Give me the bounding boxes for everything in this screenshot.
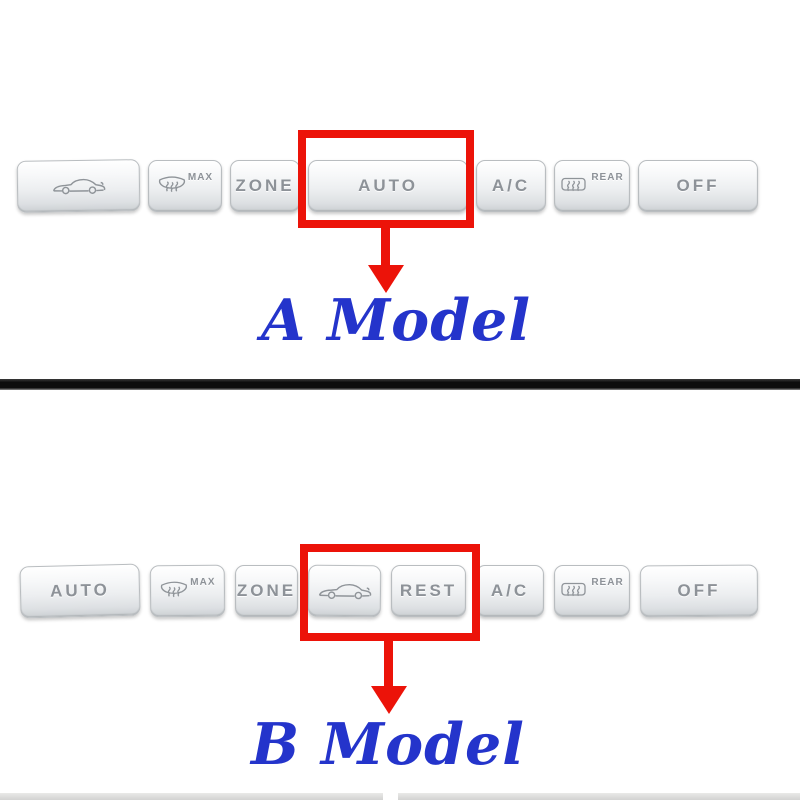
button-label: OFF bbox=[676, 176, 720, 195]
recirculation-button[interactable] bbox=[16, 159, 141, 213]
defrost-max-button[interactable]: MAX bbox=[149, 564, 226, 618]
auto-button[interactable]: AUTO bbox=[19, 563, 141, 619]
rear-defrost-icon bbox=[560, 175, 590, 197]
button-label: A/C bbox=[490, 581, 530, 600]
rear-defrost-button[interactable]: REAR bbox=[554, 565, 630, 617]
down-arrow-model-b bbox=[384, 639, 393, 689]
down-arrow-model-a bbox=[381, 226, 390, 268]
windshield-defrost-icon bbox=[157, 173, 187, 199]
button-label: ZONE bbox=[236, 581, 297, 600]
highlight-box-model-b bbox=[300, 544, 480, 641]
button-label: MAX bbox=[190, 576, 216, 588]
button-label: ZONE bbox=[235, 176, 295, 195]
rear-defrost-button[interactable]: REAR bbox=[554, 160, 630, 212]
button-label: REAR bbox=[591, 576, 624, 588]
section-divider bbox=[0, 379, 800, 390]
button-row-model-b: AUTO MAX ZONE REST A/C REAR OFF bbox=[19, 563, 759, 619]
photo-bottom-edge-left bbox=[0, 793, 383, 800]
recirculation-button[interactable] bbox=[307, 564, 382, 618]
rest-button[interactable]: REST bbox=[391, 565, 466, 617]
off-button[interactable]: OFF bbox=[638, 160, 758, 212]
button-label: MAX bbox=[187, 171, 214, 183]
button-label: REST bbox=[399, 581, 458, 600]
button-row-model-a: MAX ZONE AUTO A/C REAR OFF bbox=[16, 159, 758, 213]
car-recirculation-icon bbox=[49, 176, 107, 197]
ac-button[interactable]: A/C bbox=[476, 160, 546, 212]
zone-button[interactable]: ZONE bbox=[230, 160, 300, 212]
highlight-box-model-a bbox=[298, 130, 474, 228]
button-label: A/C bbox=[491, 176, 531, 195]
auto-button[interactable]: AUTO bbox=[308, 160, 468, 212]
button-label: REAR bbox=[591, 171, 624, 183]
car-recirculation-icon bbox=[315, 581, 373, 602]
button-label: OFF bbox=[677, 580, 721, 601]
zone-button[interactable]: ZONE bbox=[235, 565, 298, 617]
model-b-label: B Model bbox=[251, 711, 525, 778]
windshield-defrost-icon bbox=[159, 578, 189, 604]
button-label: AUTO bbox=[358, 176, 418, 195]
button-label: AUTO bbox=[49, 580, 111, 601]
model-a-label: A Model bbox=[261, 287, 531, 354]
photo-bottom-edge-right bbox=[398, 793, 800, 800]
ac-button[interactable]: A/C bbox=[476, 565, 544, 617]
down-arrow-head-model-a bbox=[368, 265, 404, 293]
down-arrow-head-model-b bbox=[371, 686, 407, 714]
off-button[interactable]: OFF bbox=[639, 564, 759, 618]
defrost-max-button[interactable]: MAX bbox=[148, 160, 222, 212]
rear-defrost-icon bbox=[560, 580, 590, 602]
